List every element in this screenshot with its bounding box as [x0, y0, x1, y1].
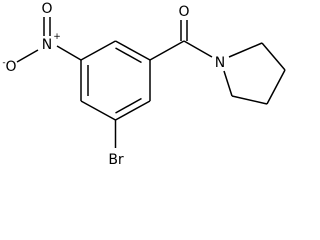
pyrrolidine-ring: N	[215, 42, 286, 105]
nitro-nitrogen-label: N	[42, 37, 52, 53]
nitro-nitrogen-charge: +	[53, 32, 61, 42]
nitro-group: N + O O -	[2, 1, 82, 75]
ring-double-bond-a	[115, 47, 142, 64]
amide-nitrogen-label: N	[215, 55, 225, 71]
nitro-oxygen-top-label: O	[41, 1, 52, 17]
ring-bond-4	[80, 100, 116, 121]
pyrrolidine-bond-5	[223, 70, 233, 97]
ring-bond-3	[115, 100, 151, 121]
chemical-structure-diagram: O N Br N + O O -	[2, 1, 286, 168]
pyrrolidine-bond-1	[228, 42, 263, 58]
ring-to-carbonyl-bond	[149, 40, 185, 61]
pyrrolidine-bond-4	[231, 95, 268, 105]
ring-double-bond-b	[115, 97, 142, 114]
bromo-substituent: Br	[108, 120, 124, 168]
pyrrolidine-bond-2	[261, 42, 286, 71]
benzene-ring	[80, 40, 151, 121]
nitro-oxygen-left-label: O	[5, 59, 16, 75]
carbonyl-oxygen-label: O	[178, 4, 189, 20]
carbonyl-group: O	[149, 4, 213, 61]
ring-to-nitro-bond	[56, 45, 82, 61]
ring-bond-1	[115, 40, 151, 61]
nitro-single-bond	[16, 49, 39, 63]
ring-bond-6	[80, 40, 116, 61]
carbonyl-to-nitrogen-bond	[183, 40, 213, 58]
nitro-oxygen-left-charge: -	[2, 58, 5, 68]
pyrrolidine-bond-3	[266, 69, 286, 105]
bromine-label: Br	[108, 152, 124, 168]
